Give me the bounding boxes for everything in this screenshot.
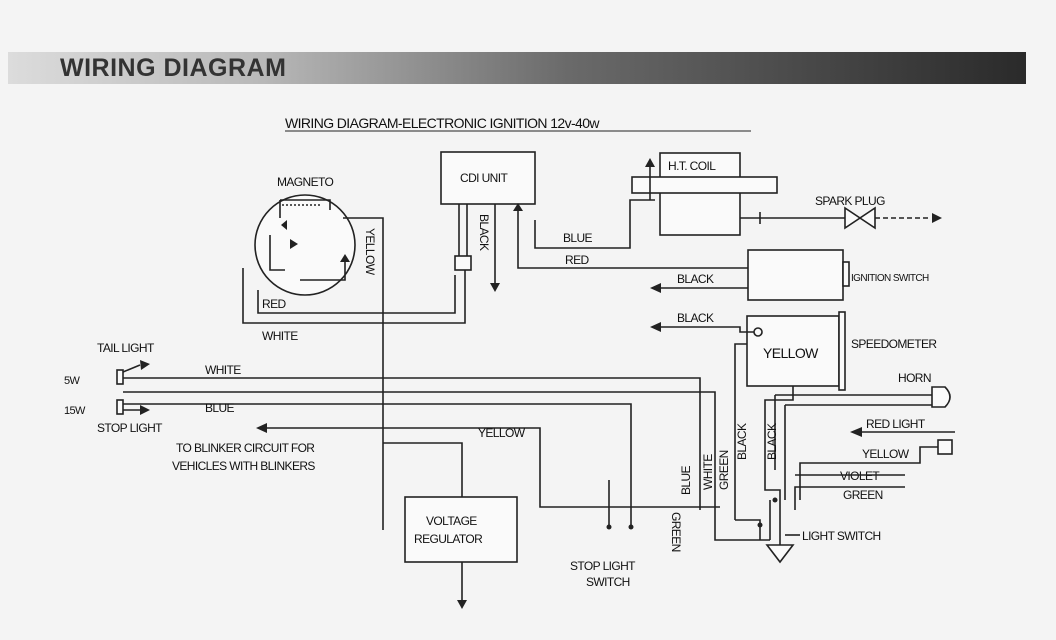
tail-light-arrow — [140, 360, 150, 370]
bundle-black-label-1: BLACK — [735, 423, 749, 460]
ignition-switch-box — [747, 249, 844, 301]
stop-light-bulb — [116, 399, 124, 415]
tail-light-label: TAIL LIGHT — [97, 341, 155, 355]
stop-light-label: STOP LIGHT — [97, 421, 163, 435]
ht-coil-arrow — [645, 158, 655, 167]
blinker-note-2: VEHICLES WITH BLINKERS — [172, 459, 315, 473]
stop-light-switch-label-1: STOP LIGHT — [570, 559, 636, 573]
tail-white-wire — [123, 377, 701, 510]
violet-label: VIOLET — [840, 469, 880, 483]
speedometer-box — [746, 315, 840, 387]
header-bar — [8, 52, 1026, 84]
cdi-black-label: BLACK — [477, 214, 491, 251]
stop-switch-terminal-1 — [606, 524, 612, 530]
bundle-blue-label: BLUE — [679, 465, 693, 495]
voltage-regulator-label-1: VOLTAGE — [426, 514, 477, 528]
magneto-red-wire — [257, 275, 456, 314]
ignition-black-label: BLACK — [677, 272, 714, 286]
cdi-blue-label: BLUE — [563, 231, 593, 245]
blinker-yellow-label: YELLOW — [478, 426, 526, 440]
speedometer-bracket — [838, 311, 846, 391]
green-label: GREEN — [843, 488, 883, 502]
regulator-ground-arrow — [457, 600, 467, 609]
bundle-white-label: WHITE — [701, 454, 715, 490]
magneto-yellow-label: YELLOW — [363, 228, 377, 276]
tail-light-bulb — [116, 369, 124, 385]
page-title: WIRING DIAGRAM — [60, 54, 287, 82]
light-switch-label: LIGHT SWITCH — [802, 529, 881, 543]
tail-light-ray — [122, 364, 141, 373]
light-switch-bundle — [714, 500, 771, 541]
speedometer-yellow-label: YELLOW — [763, 345, 819, 361]
horn — [931, 386, 951, 408]
tail-white-wire-2 — [123, 391, 716, 512]
spark-plug — [844, 206, 876, 230]
speedo-black-down-wire — [764, 386, 794, 470]
ignition-switch-label: IGNITION SWITCH — [851, 273, 929, 284]
cdi-input-wires — [458, 204, 468, 256]
magneto-white-wire — [242, 268, 466, 324]
stop-blue-label: BLUE — [205, 401, 235, 415]
light-switch-black-wire — [764, 470, 781, 520]
speedometer-lamp — [753, 327, 763, 337]
speedo-black-label: BLACK — [677, 311, 714, 325]
light-switch-terminal-1 — [757, 522, 763, 528]
magneto-yellow-wire — [343, 217, 384, 530]
diagram-title: WIRING DIAGRAM-ELECTRONIC IGNITION 12v-4… — [285, 115, 600, 131]
ignition-switch-key — [842, 261, 850, 287]
stop-switch-green-label: GREEN — [669, 512, 683, 552]
spark-plug-label: SPARK PLUG — [815, 194, 885, 208]
ht-coil-box — [659, 152, 741, 236]
stop-switch-terminal-2 — [628, 524, 634, 530]
stop-spec-label: 15W — [64, 405, 86, 417]
light-switch-terminal-2 — [772, 497, 778, 503]
cdi-unit-box — [440, 151, 536, 205]
speedometer-label: SPEEDOMETER — [851, 337, 937, 351]
red-light-bulb — [937, 439, 953, 455]
ht-coil-core — [631, 176, 778, 194]
stop-light-arrow — [140, 405, 150, 415]
stop-light-switch-label-2: SWITCH — [586, 575, 630, 589]
spark-plug-arrow — [932, 213, 942, 223]
speedo-black-wire — [660, 326, 754, 333]
tail-white-label: WHITE — [205, 363, 241, 377]
voltage-regulator-label-2: REGULATOR — [414, 532, 483, 546]
magneto — [254, 194, 356, 296]
bundle-black-label-2: BLACK — [765, 423, 779, 460]
horn-wires — [775, 394, 932, 500]
ht-coil-label: H.T. COIL — [668, 159, 716, 173]
cdi-connector — [454, 255, 472, 271]
green-wire — [794, 486, 905, 510]
red-light-yellow-label: YELLOW — [862, 447, 910, 461]
regulator-yellow-wire — [383, 442, 463, 497]
cdi-ground-arrow — [490, 283, 500, 292]
cdi-unit-label: CDI UNIT — [460, 171, 508, 185]
speedo-yellow-wire — [734, 343, 747, 520]
magneto-label: MAGNETO — [277, 175, 334, 189]
blinker-note-1: TO BLINKER CIRCUIT FOR — [176, 441, 315, 455]
horn-label: HORN — [898, 371, 931, 385]
blinker-yellow-wire — [267, 427, 720, 508]
cdi-red-label: RED — [565, 253, 589, 267]
voltage-regulator-box — [404, 496, 518, 563]
magneto-red-label: RED — [262, 297, 286, 311]
blinker-arrow — [256, 423, 267, 433]
red-light-arrow — [850, 427, 862, 437]
speedo-black-arrow — [650, 322, 661, 332]
cdi-blue-wire — [534, 199, 655, 249]
cdi-red-wire — [517, 210, 748, 269]
cdi-red-arrow — [513, 203, 523, 211]
stop-blue-wire — [123, 403, 632, 525]
light-switch-symbol — [765, 544, 795, 564]
red-light-label: RED LIGHT — [866, 417, 926, 431]
tail-spec-label: 5W — [64, 375, 81, 387]
bundle-green-label: GREEN — [717, 450, 731, 490]
magneto-white-label: WHITE — [262, 329, 298, 343]
ignition-black-arrow — [650, 283, 661, 293]
